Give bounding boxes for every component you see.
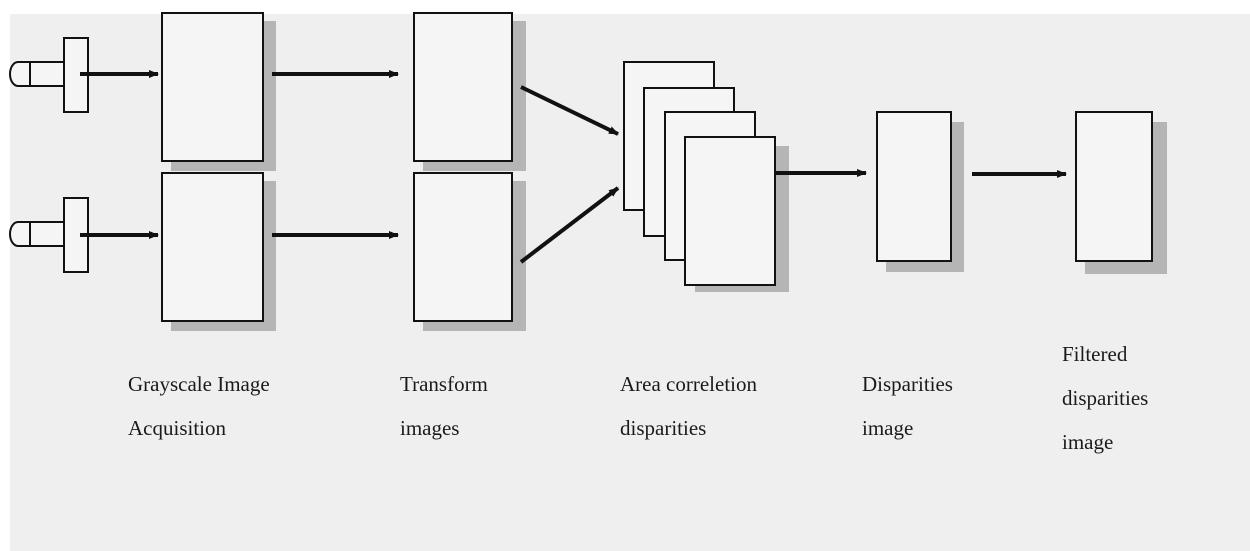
transform-image-bottom (413, 172, 526, 331)
acquisition-image-bottom (161, 172, 276, 331)
correlation-stack (623, 61, 789, 292)
filtered-disparities-image-box (1075, 111, 1167, 274)
left-camera-icon (9, 37, 89, 113)
disparities-image-box (876, 111, 964, 272)
acquisition-image-top (161, 12, 276, 171)
transform-image-top (413, 12, 526, 171)
arrow-transform-bottom-to-correlation (519, 186, 620, 264)
right-camera-icon (9, 197, 89, 273)
arrow-transform-top-to-correlation (520, 85, 619, 136)
